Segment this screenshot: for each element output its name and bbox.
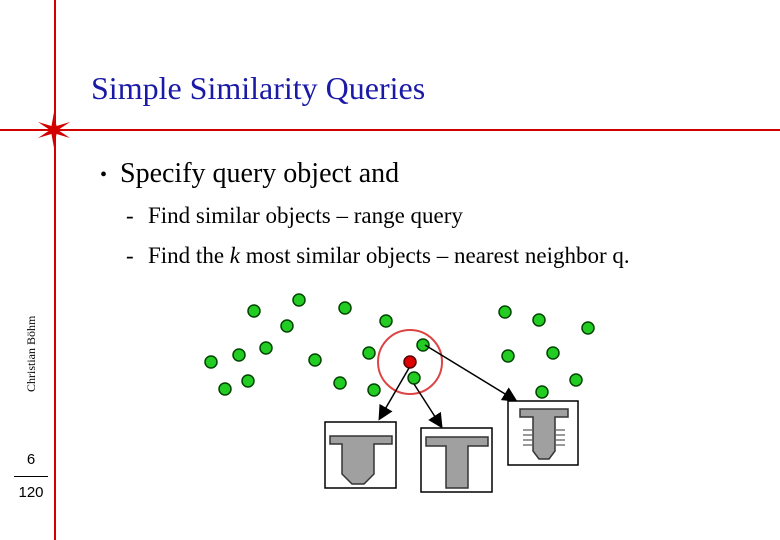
sub-item-range-query: -Find similar objects – range query <box>126 203 463 229</box>
page-divider <box>14 476 48 477</box>
data-point <box>379 314 393 328</box>
slide-title: Simple Similarity Queries <box>91 70 426 106</box>
data-point <box>546 346 560 360</box>
data-point <box>204 355 218 369</box>
data-point <box>367 383 381 397</box>
data-point <box>532 313 546 327</box>
page-total: 120 <box>18 484 44 501</box>
sub-item-text: Find the <box>148 243 230 268</box>
data-point <box>280 319 294 333</box>
arrow <box>378 367 410 421</box>
shape-icon <box>425 436 489 489</box>
sub-item-nearest-neighbor: -Find the k most similar objects – neare… <box>126 243 630 269</box>
range-circle <box>377 329 443 395</box>
data-point <box>241 374 255 388</box>
data-point <box>416 338 430 352</box>
query-point <box>403 355 417 369</box>
data-point <box>292 293 306 307</box>
arrow <box>424 344 518 402</box>
shape-icon <box>519 408 569 460</box>
data-point <box>407 371 421 385</box>
data-point <box>581 321 595 335</box>
vertical-accent-line <box>54 0 56 540</box>
page-number: 6 <box>26 451 36 468</box>
arrow <box>413 383 443 429</box>
data-point <box>308 353 322 367</box>
data-points <box>204 293 595 399</box>
result-object-2 <box>420 427 493 493</box>
data-point <box>362 346 376 360</box>
result-object-3 <box>507 400 579 466</box>
data-point <box>259 341 273 355</box>
data-point <box>501 349 515 363</box>
data-point <box>247 304 261 318</box>
shape-icon <box>329 435 393 485</box>
sub-item-emphasis: k <box>229 243 240 268</box>
result-object-1 <box>324 421 397 489</box>
horizontal-accent-line <box>0 129 780 131</box>
data-point <box>338 301 352 315</box>
dash-icon: - <box>126 203 134 228</box>
bullet-text: Specify query object and <box>120 158 400 189</box>
bullet-icon: • <box>100 164 108 187</box>
bullet-item: • Specify query object and <box>100 158 399 190</box>
sub-item-text-suffix: most similar objects – nearest neighbor … <box>240 243 630 268</box>
data-point <box>218 382 232 396</box>
hatch-marks <box>523 429 565 446</box>
result-arrows <box>378 344 518 429</box>
sub-item-text: Find similar objects – range query <box>148 203 463 228</box>
dash-icon: - <box>126 243 134 268</box>
star-icon <box>38 112 70 148</box>
data-point <box>333 376 347 390</box>
data-point <box>232 348 246 362</box>
data-point <box>498 305 512 319</box>
data-point <box>569 373 583 387</box>
data-point <box>535 385 549 399</box>
